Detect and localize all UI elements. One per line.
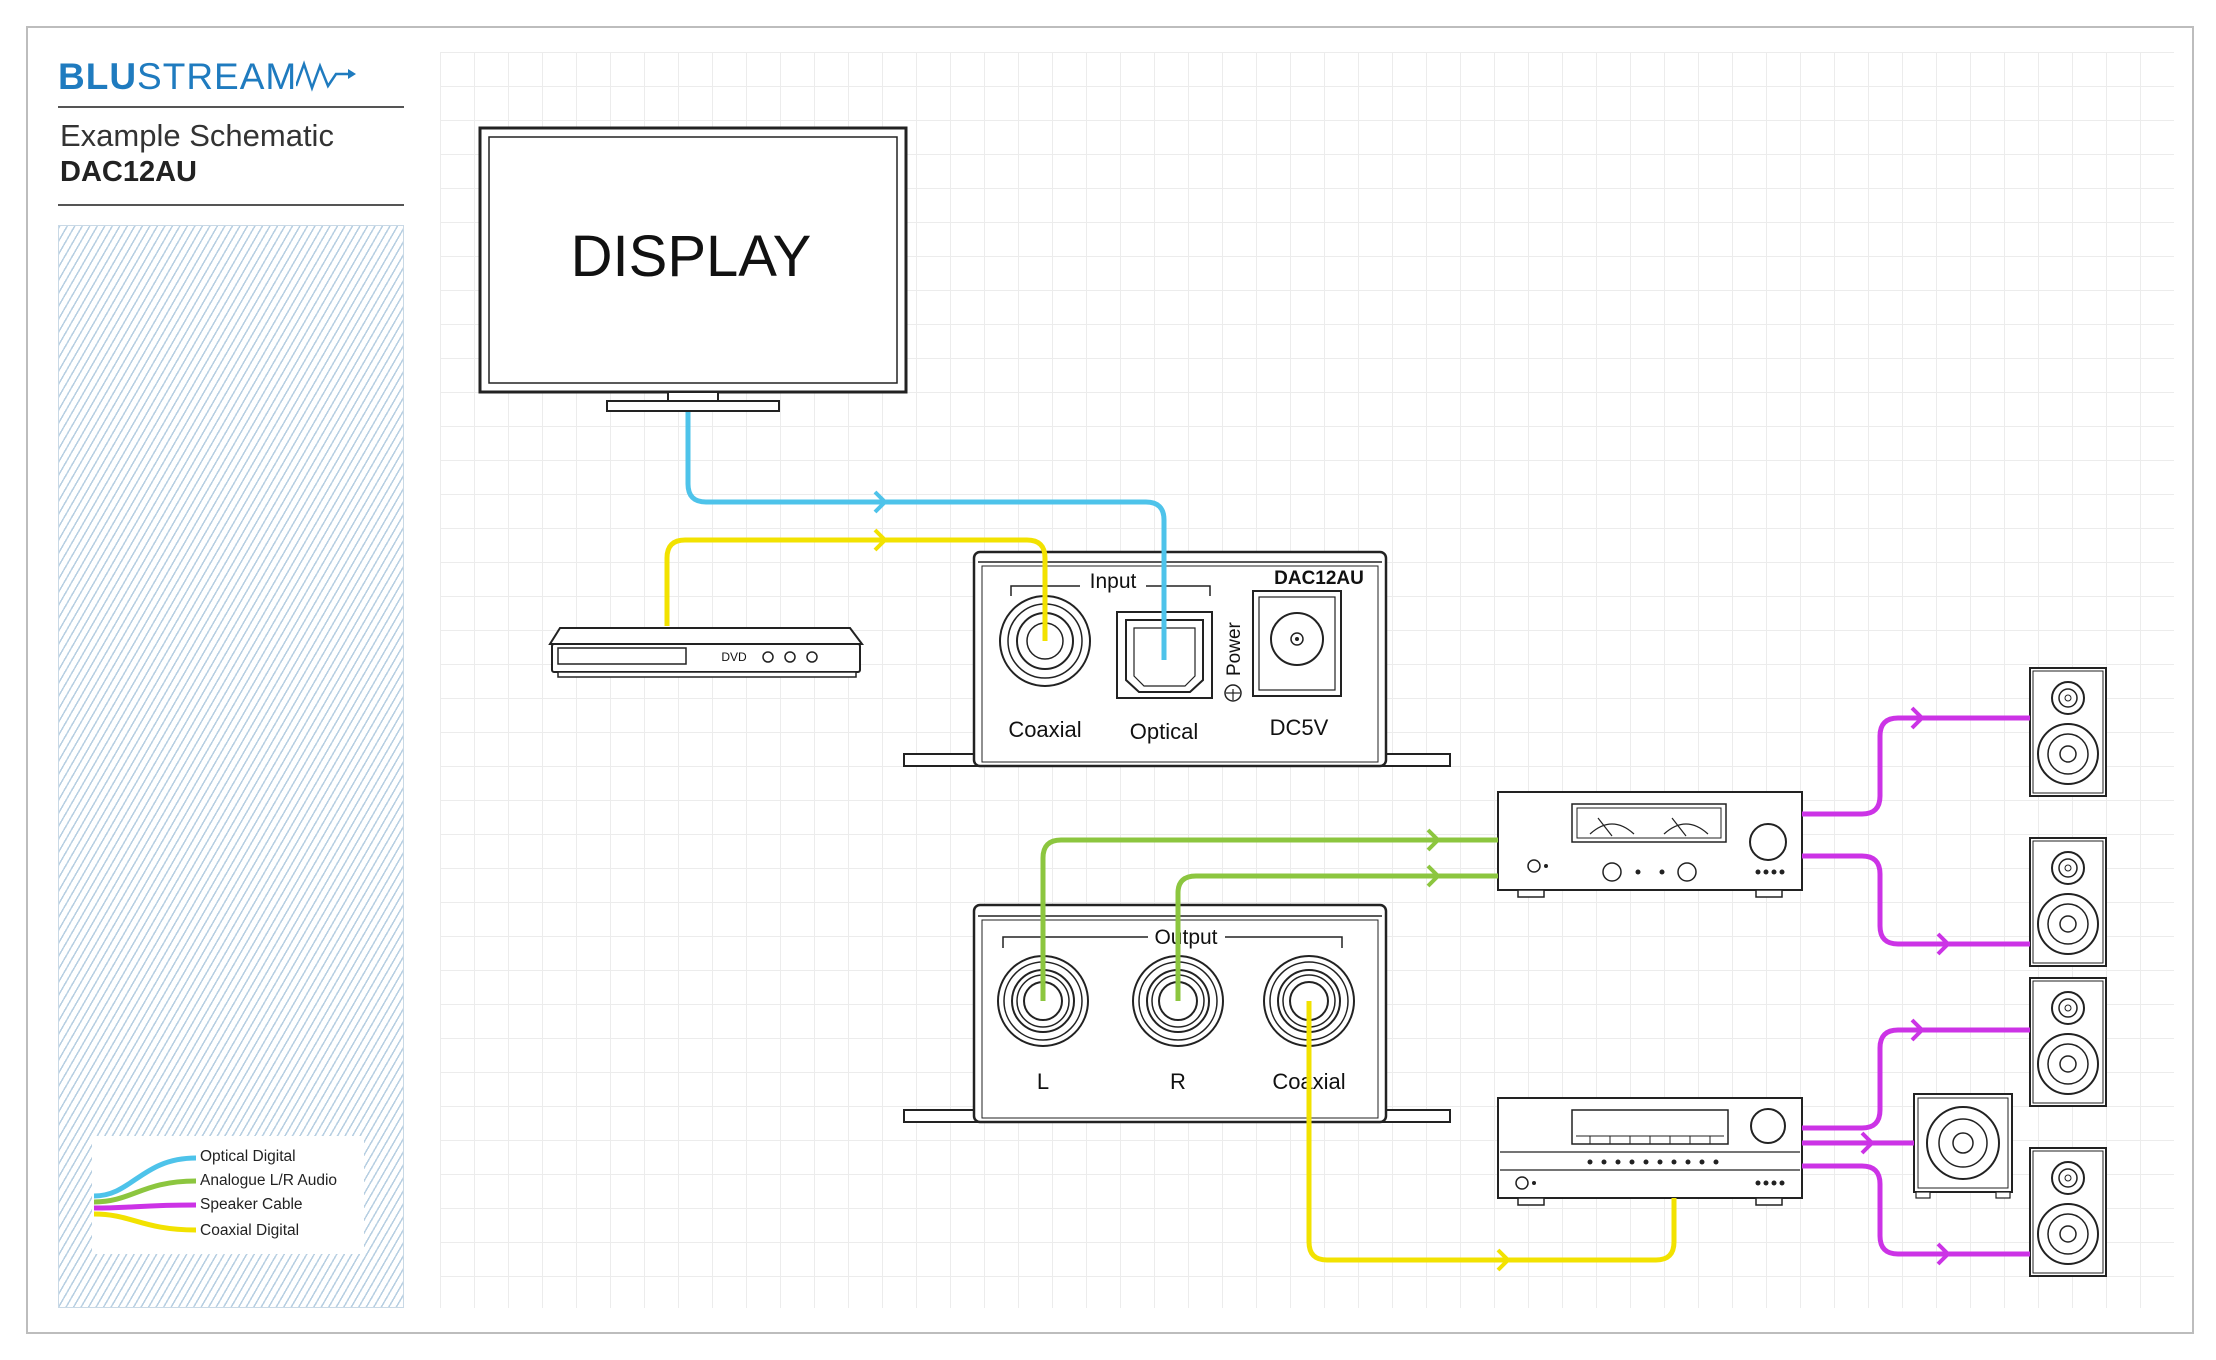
- dvd-player: DVD: [548, 627, 864, 678]
- arrow-icon: [1936, 932, 1951, 956]
- analogue-left-cable: [1040, 837, 1498, 1001]
- arrow-icon: [1496, 1248, 1511, 1272]
- r-output-label: R: [1170, 1069, 1186, 1094]
- logo-wave-icon: [296, 60, 356, 92]
- optical-input-label: Optical: [1130, 719, 1198, 744]
- speaker-cable: [1802, 1163, 2030, 1257]
- dac-output-panel: Output L R Coaxial: [903, 903, 1451, 1124]
- dac-input-label: Input: [1090, 570, 1137, 593]
- subwoofer-icon: [1913, 1093, 2013, 1199]
- display-label: DISPLAY: [571, 224, 812, 289]
- arrow-icon: [1426, 864, 1441, 888]
- dac-input-panel: DAC12AU Input Coaxial Optical Power: [903, 550, 1451, 768]
- display-device: DISPLAY: [478, 126, 908, 412]
- coaxial-input-label: Coaxial: [1008, 717, 1081, 742]
- blustream-logo: BLUSTREAM: [58, 56, 356, 98]
- legend-item-coaxial: Coaxial Digital: [200, 1222, 300, 1239]
- divider: [58, 204, 404, 206]
- stereo-amplifier-icon: [1497, 791, 1803, 898]
- cable-legend: Optical Digital Analogue L/R Audio Speak…: [92, 1136, 364, 1254]
- speaker-icon: [2029, 1147, 2107, 1277]
- legend-swatches: [93, 1155, 197, 1233]
- dc-power-port: [1252, 590, 1342, 697]
- legend-item-optical: Optical Digital: [200, 1148, 296, 1165]
- dac-model-label: DAC12AU: [1274, 568, 1364, 589]
- power-led-icon: [1224, 684, 1242, 702]
- speaker-icon: [2029, 837, 2107, 967]
- arrow-icon: [873, 490, 888, 514]
- dac-output-label: Output: [1154, 926, 1217, 949]
- title-panel: BLUSTREAM Example Schematic DAC12AU Opti…: [58, 56, 404, 1308]
- analogue-right-cable: [1175, 873, 1498, 1001]
- coaxial-input-cable: [664, 537, 1048, 641]
- arrow-icon: [1910, 706, 1925, 730]
- arrow-icon: [1860, 1131, 1875, 1155]
- speaker-cable: [1802, 1027, 2030, 1131]
- schematic-model: DAC12AU: [60, 156, 197, 188]
- coaxial-output-cable: [1306, 1001, 1677, 1263]
- dvd-label: DVD: [721, 650, 747, 664]
- speaker-cable: [1802, 715, 2030, 817]
- arrow-icon: [873, 528, 888, 552]
- schematic-title: Example Schematic: [60, 118, 334, 153]
- dc-label: DC5V: [1270, 715, 1329, 740]
- hatched-panel: [58, 225, 404, 1308]
- optical-cable: [685, 412, 1167, 660]
- divider: [58, 106, 404, 108]
- legend-item-speaker: Speaker Cable: [200, 1196, 303, 1213]
- arrow-icon: [1426, 828, 1441, 852]
- power-label: Power: [1224, 621, 1245, 676]
- av-receiver-icon: [1497, 1097, 1803, 1206]
- speaker-icon: [2029, 667, 2107, 797]
- arrow-icon: [1936, 1242, 1951, 1266]
- speaker-icon: [2029, 977, 2107, 1107]
- l-output-label: L: [1037, 1069, 1049, 1094]
- speaker-cable: [1802, 853, 2030, 947]
- arrow-icon: [1910, 1018, 1925, 1042]
- legend-item-analogue: Analogue L/R Audio: [200, 1172, 338, 1189]
